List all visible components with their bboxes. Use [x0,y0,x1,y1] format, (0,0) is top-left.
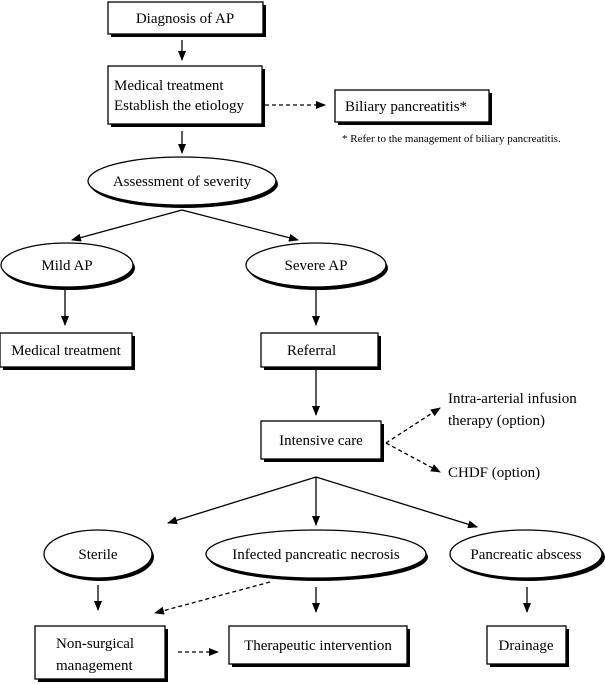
severe-ap-ellipse: Severe AP [245,242,388,290]
therapeutic-intervention-label: Therapeutic intervention [244,638,392,654]
intra-arterial-line1: Intra-arterial infusion [448,391,577,407]
arrow-intensive-to-sterile [167,476,317,525]
medical-treatment-line1: Medical treatment [114,78,224,94]
assessment-label: Assessment of severity [113,174,252,190]
drainage-label: Drainage [499,638,554,654]
intensive-care-box: Intensive care [260,420,384,462]
infected-necrosis-label: Infected pancreatic necrosis [232,547,400,563]
sterile-label: Sterile [78,547,117,563]
pancreatic-abscess-label: Pancreatic abscess [470,547,581,563]
non-surgical-line1: Non-surgical [56,636,134,652]
diagnosis-label: Diagnosis of AP [136,11,234,27]
mild-ap-ellipse: Mild AP [0,242,135,290]
biliary-pancreatitis-box: Biliary pancreatitis* [334,89,492,125]
intra-arterial-line2: therapy (option) [448,413,545,429]
therapeutic-intervention-box: Therapeutic intervention [228,625,410,667]
arrow-assessment-to-mild [71,209,183,242]
dashed-arrow-to-chdf [385,442,441,473]
sterile-ellipse: Sterile [43,529,154,581]
dashed-arrow-to-intra-arterial [385,407,441,444]
non-surgical-box: Non-surgical management [34,625,168,682]
referral-box: Referral [260,332,381,370]
mild-ap-label: Mild AP [41,258,92,274]
pancreatic-abscess-ellipse: Pancreatic abscess [449,529,605,581]
mild-medical-treatment-label: Medical treatment [11,343,121,359]
infected-necrosis-ellipse: Infected pancreatic necrosis [205,529,428,581]
severe-ap-label: Severe AP [285,258,348,274]
medical-treatment-line2: Establish the etiology [114,98,244,114]
referral-label: Referral [287,343,336,359]
chdf-label: CHDF (option) [448,465,540,481]
biliary-note: * Refer to the management of biliary pan… [342,133,561,145]
drainage-box: Drainage [486,625,569,667]
arrow-assessment-to-severe [181,209,299,242]
intensive-care-label: Intensive care [279,433,363,449]
medical-treatment-box: Medical treatment Establish the etiology [107,65,265,127]
arrow-intensive-to-abscess [315,476,478,529]
biliary-pancreatitis-label: Biliary pancreatitis* [345,99,467,115]
diagnosis-box: Diagnosis of AP [107,1,266,37]
mild-medical-treatment-box: Medical treatment [0,332,135,370]
dashed-arrow-infected-to-nonsurgical [154,581,271,615]
non-surgical-line2: management [56,658,133,674]
assessment-ellipse: Assessment of severity [87,156,278,208]
